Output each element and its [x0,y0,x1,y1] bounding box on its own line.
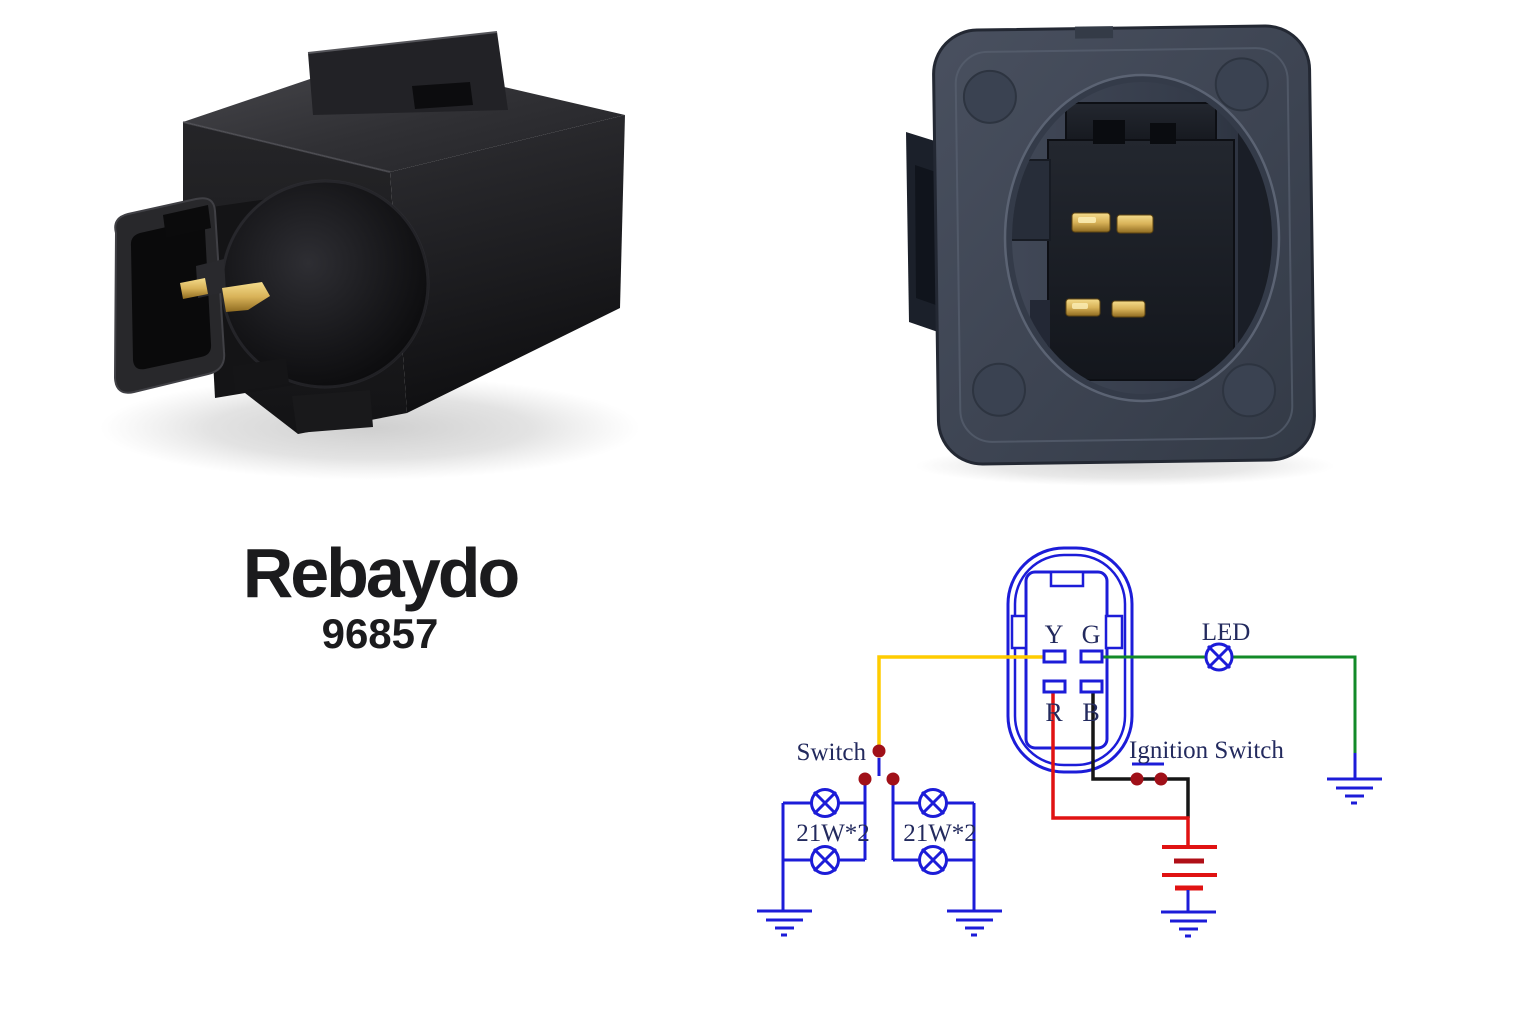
plate-inner-ridge [954,47,1294,443]
relay-shadow [100,376,640,480]
ignition-contact-dot-left [1130,772,1144,786]
plate-corner-boss-tr [1214,57,1269,112]
relay-connector-collar [221,180,429,388]
lamp-left-label: 21W*2 [796,820,870,847]
pin-label-g: G [1082,620,1101,649]
ignition-switch-label: Ignition Switch [1129,737,1284,764]
diagram-pin-b [1079,679,1104,694]
relay-photo-side-view [100,31,640,480]
connector-key-top-tab [1049,570,1085,588]
socket-pin-glint-2 [1072,303,1088,309]
ground-icon-led [1327,777,1382,805]
socket-pin-top-right [1116,214,1154,234]
relay-plug-pin-left [180,278,208,299]
relay-bottom-tab-large [292,390,373,433]
connector-key-wing-left [1010,614,1028,650]
green-wire [1102,655,1357,753]
socket-vent-hole-right [1150,123,1176,144]
relay-top-face [183,57,625,172]
relay-bottom-tab-small [232,358,289,392]
connector-outline-outer [1006,546,1134,774]
battery-icon [1162,845,1217,912]
led-label: LED [1202,619,1251,646]
relay-right-face [390,115,625,413]
switch-contact-dot-right [886,772,900,786]
connector-key-wing-right [1104,614,1124,650]
pin-label-y: Y [1045,620,1064,649]
plate-corner-boss-br [1222,363,1277,418]
lamp-right-label: 21W*2 [903,820,977,847]
relay-photo-pin-view [906,24,1335,486]
diagram-pin-y [1042,649,1067,664]
red-wire [1051,692,1190,846]
diagram-pin-r [1042,679,1067,694]
ground-icon-battery [1161,910,1216,938]
led-icon [1204,642,1234,672]
socket-pin-bottom-right [1111,300,1146,318]
plate-top-notch [1074,26,1114,39]
ground-icon-lamp-left [757,909,812,937]
ignition-contact-dot-right [1154,772,1168,786]
plate-corner-boss-bl [972,362,1027,417]
relay-plug-cavity [130,220,212,370]
socket-vent-hole-left [1093,120,1125,144]
plate-corner-boss-tl [962,69,1017,124]
relay-plug-pin-right [222,282,270,312]
plate-side-clip-inner [915,165,936,305]
brand-name: Rebaydo [242,534,521,612]
lamp-icon-right-top [918,788,948,818]
connector-outline-inner [1013,553,1127,767]
brand-block: Rebaydo 96857 [220,534,540,657]
lamp-icon-right-bottom [918,845,948,875]
switch-label: Switch [797,739,867,766]
switch-common-dot [872,744,886,758]
socket-pin-glint [1078,217,1096,223]
relay-edge-highlight [182,121,391,173]
ground-icon-lamp-right [947,909,1002,937]
switch-contact-dot-left [858,772,872,786]
pin-label-b: B [1082,698,1099,727]
wiring-diagram: Y G R B Switch Ignition Switch LED 21W*2… [757,546,1382,938]
relay-mounting-clip [308,32,508,115]
brand-model-number: 96857 [321,609,439,657]
pin-label-r: R [1045,698,1063,727]
relay-mounting-clip-notch [412,82,473,109]
diagram-pin-g [1079,649,1104,664]
relay-plug-top-slot [163,205,211,238]
socket-block-body [1047,139,1235,381]
relay-mounting-clip-edge [307,31,498,54]
lamp-icon-left-top [810,788,840,818]
lamp-icon-left-bottom [810,845,840,875]
yellow-wire [877,655,1044,747]
